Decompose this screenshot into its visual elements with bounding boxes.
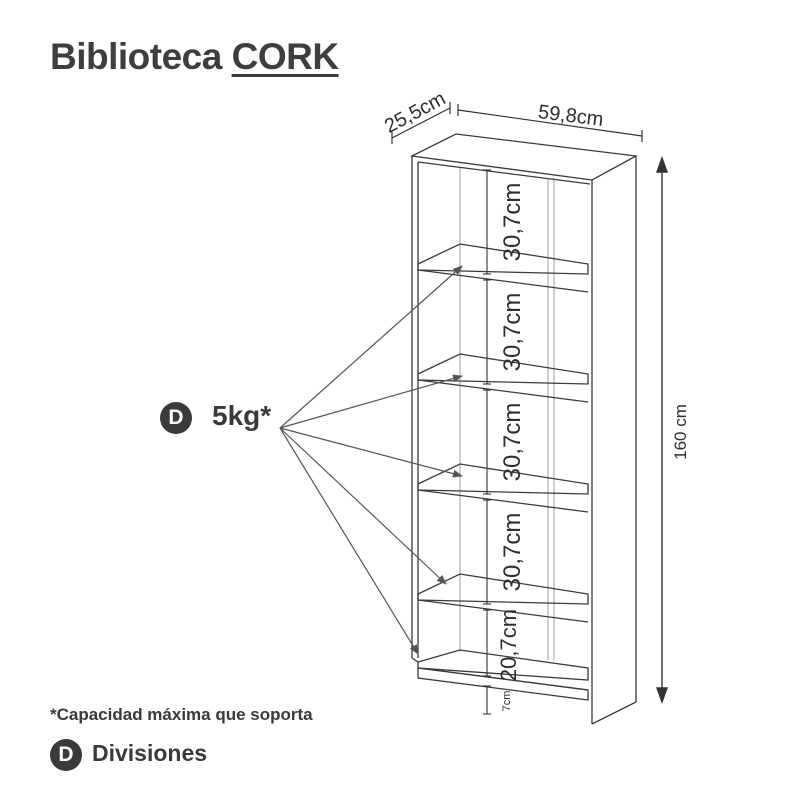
width-arrow xyxy=(457,109,643,137)
width-dimension xyxy=(457,104,643,142)
height-arrow-top xyxy=(656,155,668,173)
shelf-2 xyxy=(417,353,589,403)
page-title: Biblioteca CORK xyxy=(50,36,339,78)
width-label: 59,8cm xyxy=(537,101,605,131)
height-arrow-bottom xyxy=(656,687,668,705)
legend-label: Divisiones xyxy=(92,740,208,766)
depth-label: 25,5cm xyxy=(381,88,449,138)
capacity-footnote: *Capacidad máxima que soporta xyxy=(50,705,313,724)
shelf-1 xyxy=(417,243,589,293)
spacing-label-2: 30,7cm xyxy=(499,293,526,372)
legend-badge: D xyxy=(50,739,82,771)
shelf-3 xyxy=(417,463,589,513)
height-label: 160 cm xyxy=(671,404,690,460)
height-dimension xyxy=(656,155,668,705)
load-arrow-2 xyxy=(279,374,463,429)
top-inner-edge xyxy=(417,161,591,185)
load-arrow-1 xyxy=(279,265,463,429)
load-arrow-4 xyxy=(279,427,447,585)
spacing-label-4: 30,7cm xyxy=(499,513,526,592)
shelf-spacing-dimensions xyxy=(483,169,491,715)
bookcase-outline xyxy=(409,133,639,725)
load-arrows xyxy=(279,265,463,655)
load-arrow-5 xyxy=(279,427,419,655)
depth-arrow xyxy=(391,107,451,139)
depth-dimension xyxy=(391,102,451,144)
right-bottom-edge xyxy=(591,701,637,725)
title-brand: CORK xyxy=(231,36,339,77)
spacing-label-3: 30,7cm xyxy=(499,403,526,482)
spacing-label-bottom: 20,7cm xyxy=(496,609,521,681)
base-height-label: 7cm xyxy=(501,691,513,712)
load-capacity: 5kg* xyxy=(212,400,272,431)
shelf-4 xyxy=(417,573,589,623)
divisions-badge: D xyxy=(160,402,192,434)
load-arrow-3 xyxy=(279,427,463,478)
title-prefix: Biblioteca xyxy=(50,36,222,77)
spacing-label-1: 30,7cm xyxy=(499,183,526,262)
plinth xyxy=(417,667,589,701)
top-panel xyxy=(409,133,639,181)
